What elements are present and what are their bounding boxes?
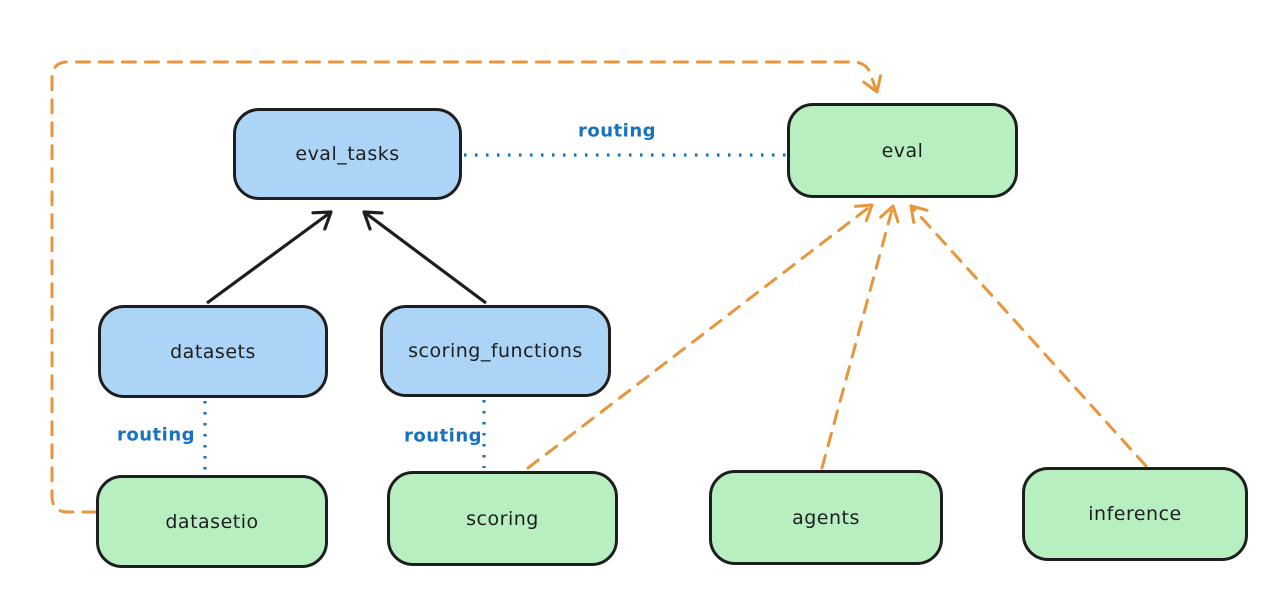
node-scoring: scoring <box>387 471 618 566</box>
node-datasetio-label: datasetio <box>165 510 259 533</box>
edge-datasets-to-eval_tasks <box>206 210 333 305</box>
node-inference-label: inference <box>1088 503 1182 525</box>
node-inference: inference <box>1022 467 1248 561</box>
node-eval: eval <box>787 103 1018 198</box>
node-datasets: datasets <box>98 305 328 398</box>
edge-inference-to-eval <box>909 204 1148 468</box>
node-scoring-label: scoring <box>466 507 539 530</box>
node-scoring-functions-label: scoring_functions <box>408 340 583 362</box>
node-eval-tasks: eval_tasks <box>233 108 462 200</box>
node-eval-label: eval <box>881 139 924 162</box>
edge-datasetio-to-eval <box>50 60 883 514</box>
edge-label-routing-scoring: routing <box>403 425 483 447</box>
edge-agents-to-eval <box>820 204 900 470</box>
node-datasets-label: datasets <box>170 340 256 363</box>
edge-scoring_functions-to-eval_tasks <box>362 210 487 305</box>
edge-label-routing-eval: routing <box>577 120 657 142</box>
node-datasetio: datasetio <box>96 475 328 568</box>
node-agents: agents <box>709 470 943 565</box>
edge-label-routing-datasetio: routing <box>116 424 196 446</box>
node-agents-label: agents <box>792 506 860 529</box>
node-eval-tasks-label: eval_tasks <box>295 143 400 165</box>
edge-scoring-to-eval <box>526 203 874 470</box>
node-scoring-functions: scoring_functions <box>380 305 611 397</box>
